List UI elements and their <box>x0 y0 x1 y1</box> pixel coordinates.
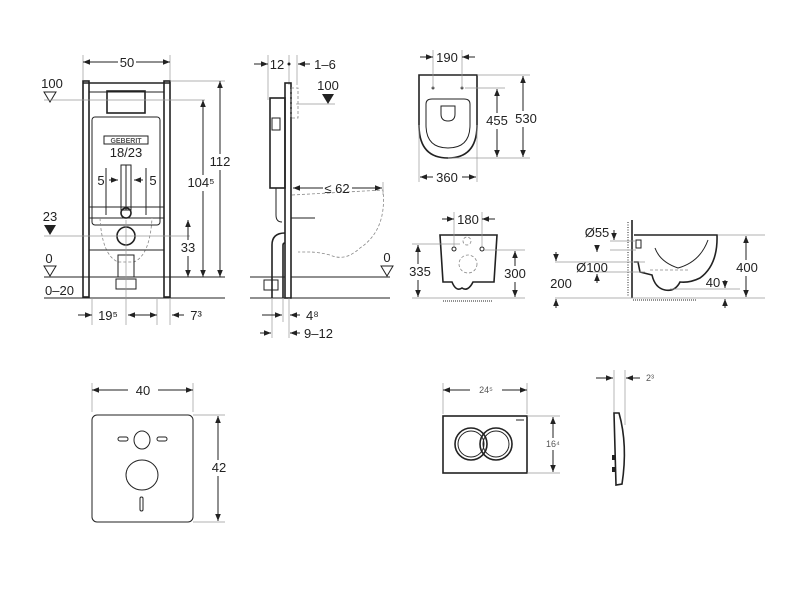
flush-button-small <box>454 427 488 461</box>
frame-width-label: 50 <box>120 55 134 70</box>
mount-to-front-label: 455 <box>486 113 508 128</box>
bolt-spacing-label: 19⁵ <box>98 308 118 323</box>
height-actuator-label: 104⁵ <box>187 175 214 190</box>
rim-offset-label: 40 <box>706 275 720 290</box>
mount-spacing-label: 190 <box>436 50 458 65</box>
bowl-top-view: 190 530 455 360 <box>418 50 537 185</box>
side-level-top-label: 100 <box>317 78 339 93</box>
level-top-label: 100 <box>41 76 63 91</box>
level-floor-label: 0 <box>45 251 52 266</box>
outlet-height-label: 200 <box>550 276 572 291</box>
foot-offset-label: 7³ <box>190 308 202 323</box>
height-drain-label: 33 <box>181 240 195 255</box>
bowl-front-view: 180 335 300 <box>405 212 527 302</box>
bowl-side-view: Ø55 Ø100 200 400 40 <box>550 220 765 308</box>
foot-depth-label: 4⁸ <box>306 308 319 323</box>
floor-range-label: 0–20 <box>45 283 74 298</box>
plate-width-label: 24⁵ <box>479 385 493 395</box>
actuator-opening <box>106 90 146 114</box>
plate-depth-label: 2³ <box>646 373 654 383</box>
offset-right-label: 5 <box>149 173 156 188</box>
frame-side-view: 12 1–6 100 ≤ 62 0 4⁸ 9–12 <box>250 55 394 341</box>
flush-plate-view: 24⁵ 16⁴ 2³ <box>442 370 654 486</box>
pad-width-label: 40 <box>136 383 150 398</box>
flush-button-large <box>479 427 513 461</box>
side-level-floor-label: 0 <box>383 250 390 265</box>
frame-rail <box>284 82 292 299</box>
offset-left-label: 5 <box>97 173 104 188</box>
bowl-height-label: 400 <box>736 260 758 275</box>
bowl-width-label: 360 <box>436 170 458 185</box>
svg-text:GEBERIT: GEBERIT <box>110 138 142 145</box>
brand-logo <box>103 135 149 145</box>
bolt-height-label: 300 <box>504 266 526 281</box>
inlet-height-label: 335 <box>409 264 431 279</box>
plate-height-label: 16⁴ <box>546 439 560 449</box>
flush-plate <box>442 415 528 474</box>
install-depth-label: 9–12 <box>304 326 333 341</box>
inlet-diameter-label: Ø55 <box>585 225 610 240</box>
depth-top-label: 12 <box>270 57 284 72</box>
bowl-projection-label: ≤ 62 <box>324 181 349 196</box>
cistern-label: 18/23 <box>110 145 143 160</box>
outlet-diameter-label: Ø100 <box>576 260 608 275</box>
flush-plate-profile <box>613 412 626 486</box>
wall-gap-label: 1–6 <box>314 57 336 72</box>
frame-front-view: 50 GEBERIT 18/23 5 5 100 23 0 <box>41 55 230 325</box>
front-mount-spacing-label: 180 <box>457 212 479 227</box>
level-mid-label: 23 <box>43 209 57 224</box>
sound-pad-view: 40 42 <box>91 383 230 523</box>
bowl-length-label: 530 <box>515 111 537 126</box>
pad-height-label: 42 <box>212 460 226 475</box>
height-total-label: 112 <box>210 154 231 169</box>
